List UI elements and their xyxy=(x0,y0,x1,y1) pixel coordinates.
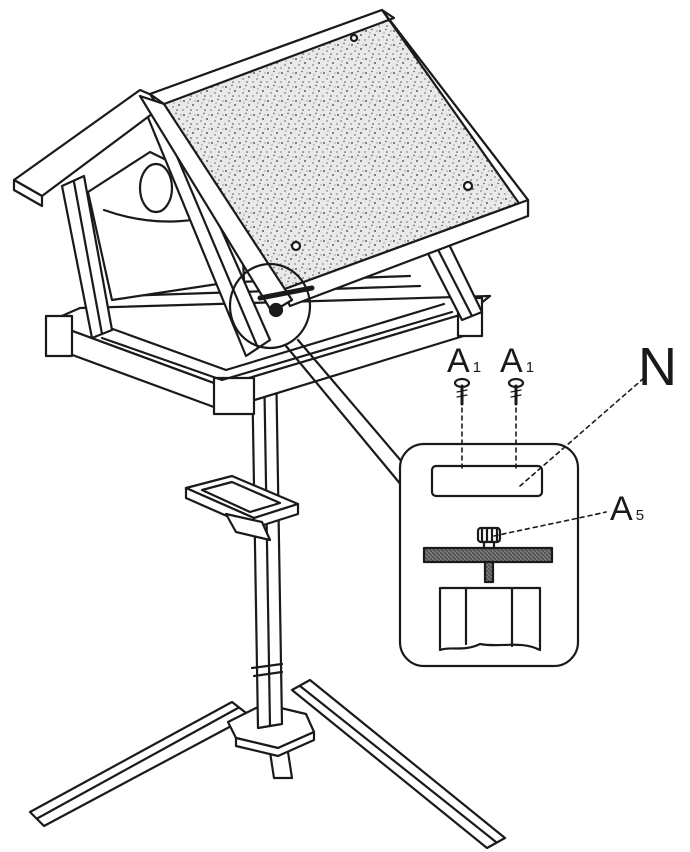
base-platform xyxy=(44,274,492,416)
entrance-hole xyxy=(138,162,174,214)
base-plate xyxy=(422,546,554,564)
roof xyxy=(138,8,530,314)
detail-panel xyxy=(398,442,580,668)
detail-highlight-circle xyxy=(228,262,315,350)
screw-a1-left xyxy=(453,377,471,406)
pole xyxy=(250,358,284,730)
tripod-legs xyxy=(28,678,507,850)
screw-a1-right xyxy=(507,377,525,406)
slot-n xyxy=(430,464,544,498)
tripod-leg-left xyxy=(28,700,252,828)
callout-connector xyxy=(284,338,416,488)
dashed-guides xyxy=(461,377,645,537)
label-n: N xyxy=(638,337,677,397)
small-tray xyxy=(184,474,300,542)
